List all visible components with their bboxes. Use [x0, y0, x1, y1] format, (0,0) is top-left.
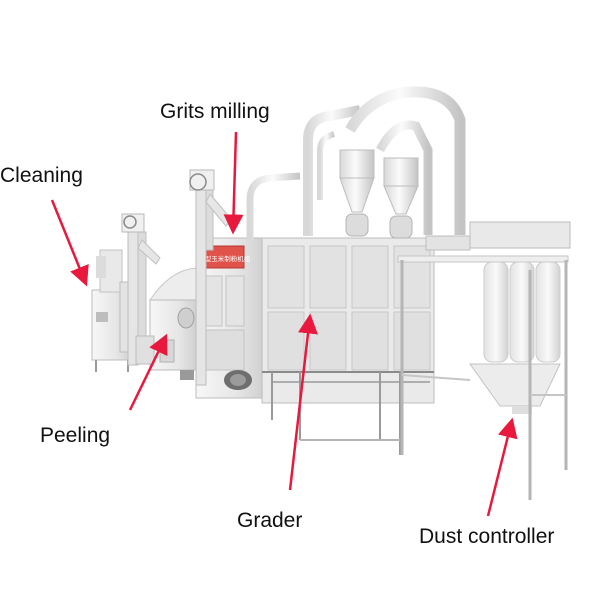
arrow-dust-controller — [486, 417, 518, 517]
label-grader: Grader — [237, 509, 303, 532]
cyclone-1 — [339, 149, 375, 237]
arrow-grader — [288, 313, 318, 491]
cyclone-2 — [383, 157, 419, 239]
machine-plate: 中小型玉米制粉机组 — [192, 254, 251, 263]
arrow-peeling — [128, 333, 168, 411]
label-grits-milling: Grits milling — [160, 100, 270, 123]
arrow-cleaning — [50, 199, 89, 287]
label-peeling: Peeling — [40, 424, 111, 447]
label-cleaning: Cleaning — [0, 164, 83, 187]
grits-milling-unit: 中小型玉米制粉机组 — [192, 237, 265, 399]
pipework — [246, 86, 466, 240]
label-dust-controller: Dust controller — [419, 525, 555, 548]
arrow-grits-milling — [223, 131, 244, 235]
grader-machine — [261, 237, 435, 455]
arrows — [50, 131, 518, 517]
dust-controller — [397, 221, 571, 500]
